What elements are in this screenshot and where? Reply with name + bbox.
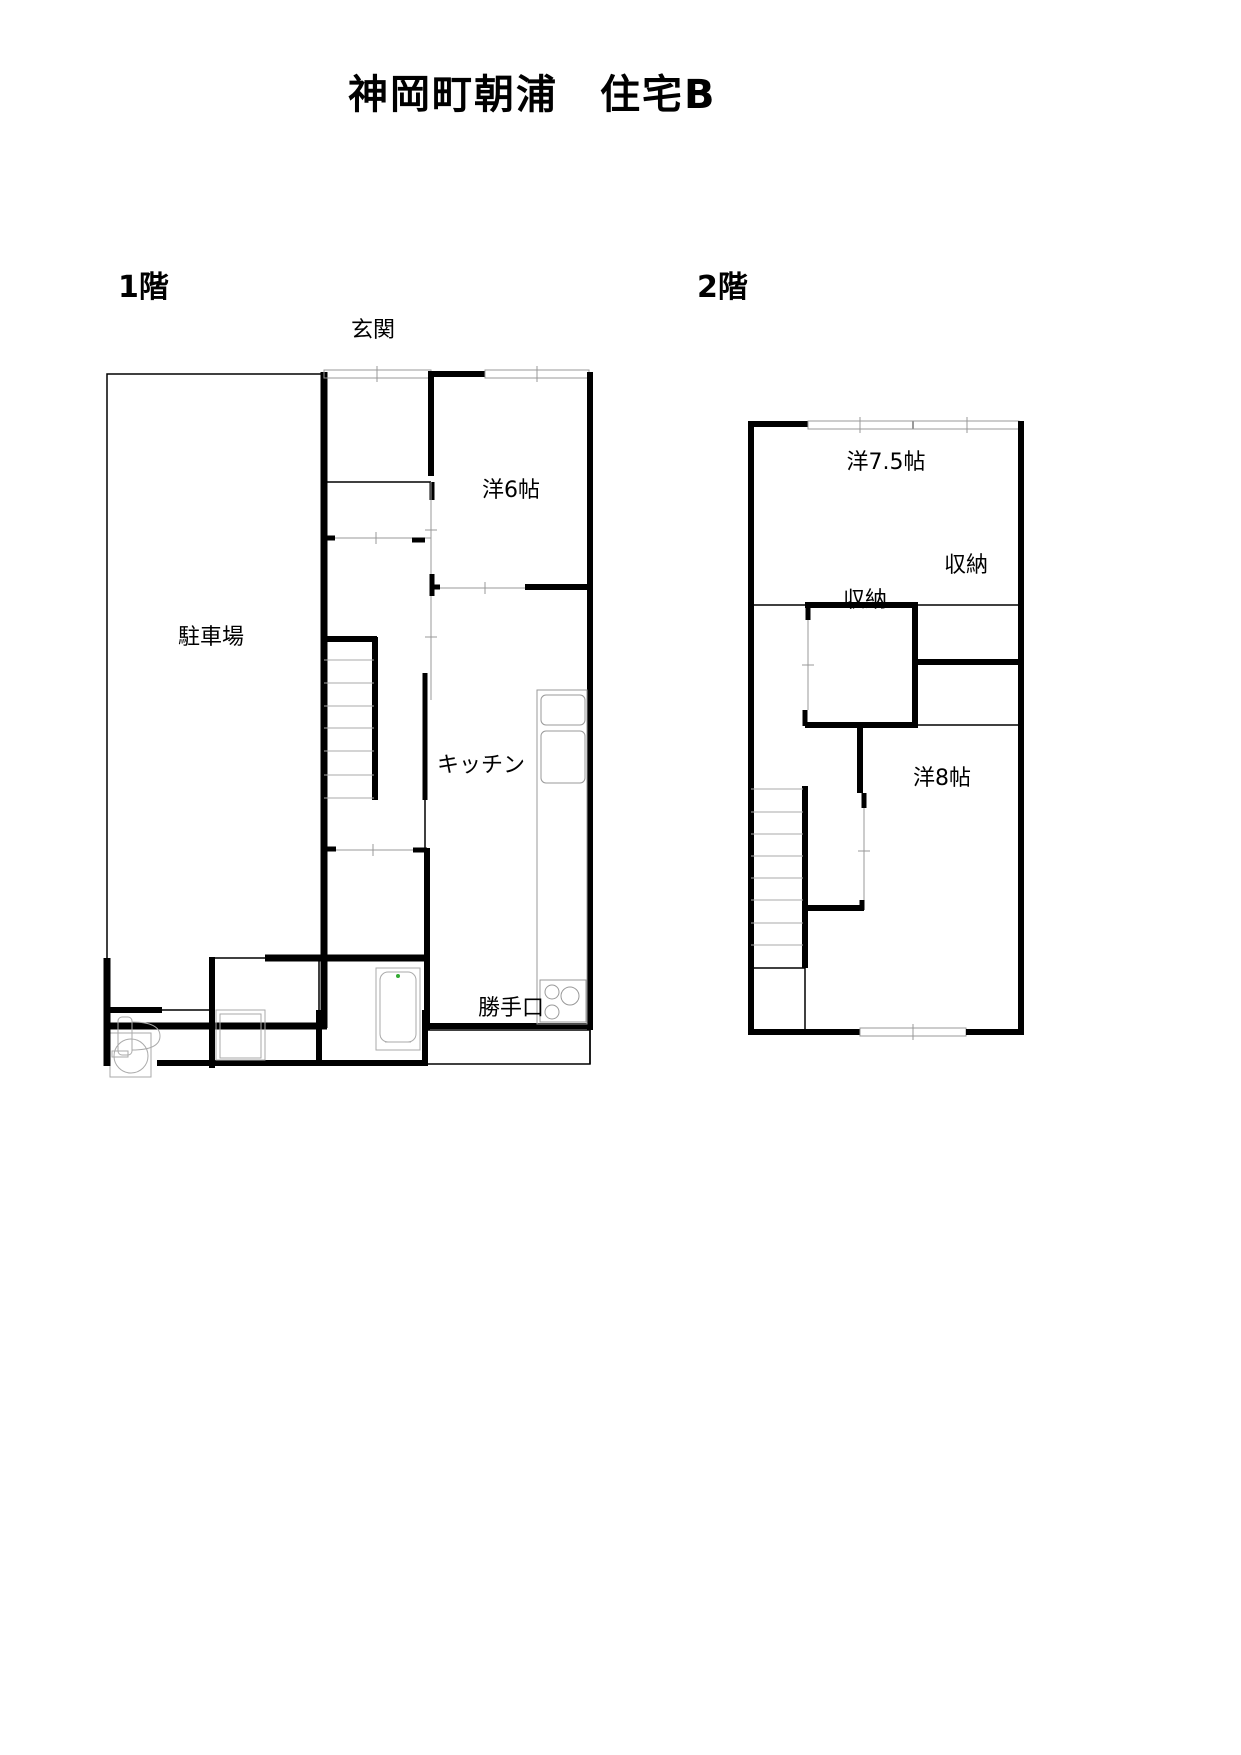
room-label-western-7-5: 洋7.5帖 [846,450,926,475]
room-label-kitchen: キッチン [436,753,526,778]
room-label-back-door: 勝手口 [477,996,545,1021]
room-label-western-6: 洋6帖 [482,478,540,503]
room-label-parking: 駐車場 [177,625,245,650]
room-label-storage-b: 収納 [943,553,989,578]
room-label-storage-a: 収納 [842,588,888,613]
floor-1-plan [103,366,593,1078]
room-label-entrance: 玄関 [350,318,396,343]
floor-1-label: 1階 [118,270,169,305]
plan-title: 神岡町朝浦 住宅B [348,72,717,118]
room-label-western-8: 洋8帖 [913,766,971,791]
floor-2-plan [748,417,1024,1040]
floor-2-label: 2階 [697,270,748,305]
